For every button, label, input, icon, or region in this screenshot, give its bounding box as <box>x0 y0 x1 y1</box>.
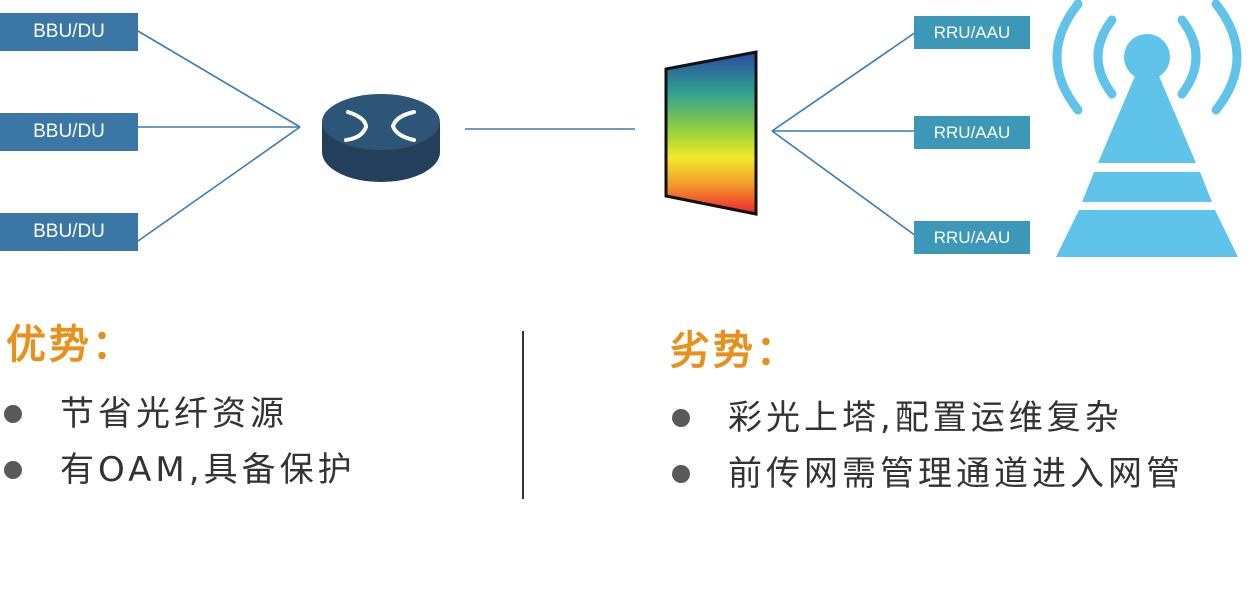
advantage-text: 节省光纤资源 <box>60 394 288 434</box>
section-divider <box>522 331 524 499</box>
link-bbu-3 <box>137 126 301 242</box>
link-rru-1 <box>771 31 917 132</box>
advantage-text: 有OAM,具备保护 <box>60 450 356 490</box>
bbu-links <box>137 30 301 242</box>
router-icon <box>322 94 440 182</box>
advantages-heading: 优势： <box>6 322 135 368</box>
disadvantages-heading: 劣势： <box>670 328 799 374</box>
network-diagram <box>137 0 1242 257</box>
bullet-dot-icon <box>4 461 22 479</box>
rru-aau-node-1: RRU/AAU <box>914 16 1030 49</box>
bullet-dot-icon <box>4 405 22 423</box>
rru-links <box>771 31 917 237</box>
bullet-dot-icon <box>672 465 690 483</box>
rru-aau-node-2: RRU/AAU <box>914 116 1030 149</box>
bbu-du-node-3: BBU/DU <box>0 213 138 251</box>
bbu-du-node-2: BBU/DU <box>0 113 138 151</box>
bbu-du-node-1: BBU/DU <box>0 13 138 51</box>
wdm-mux-icon <box>664 50 758 216</box>
link-rru-3 <box>771 130 917 237</box>
link-bbu-1 <box>137 30 301 128</box>
rru-aau-node-3: RRU/AAU <box>914 221 1030 254</box>
bullet-dot-icon <box>672 409 690 427</box>
disadvantage-text: 彩光上塔,配置运维复杂 <box>728 398 1123 438</box>
radio-tower-icon <box>1052 0 1242 257</box>
disadvantage-text: 前传网需管理通道进入网管 <box>728 454 1184 494</box>
